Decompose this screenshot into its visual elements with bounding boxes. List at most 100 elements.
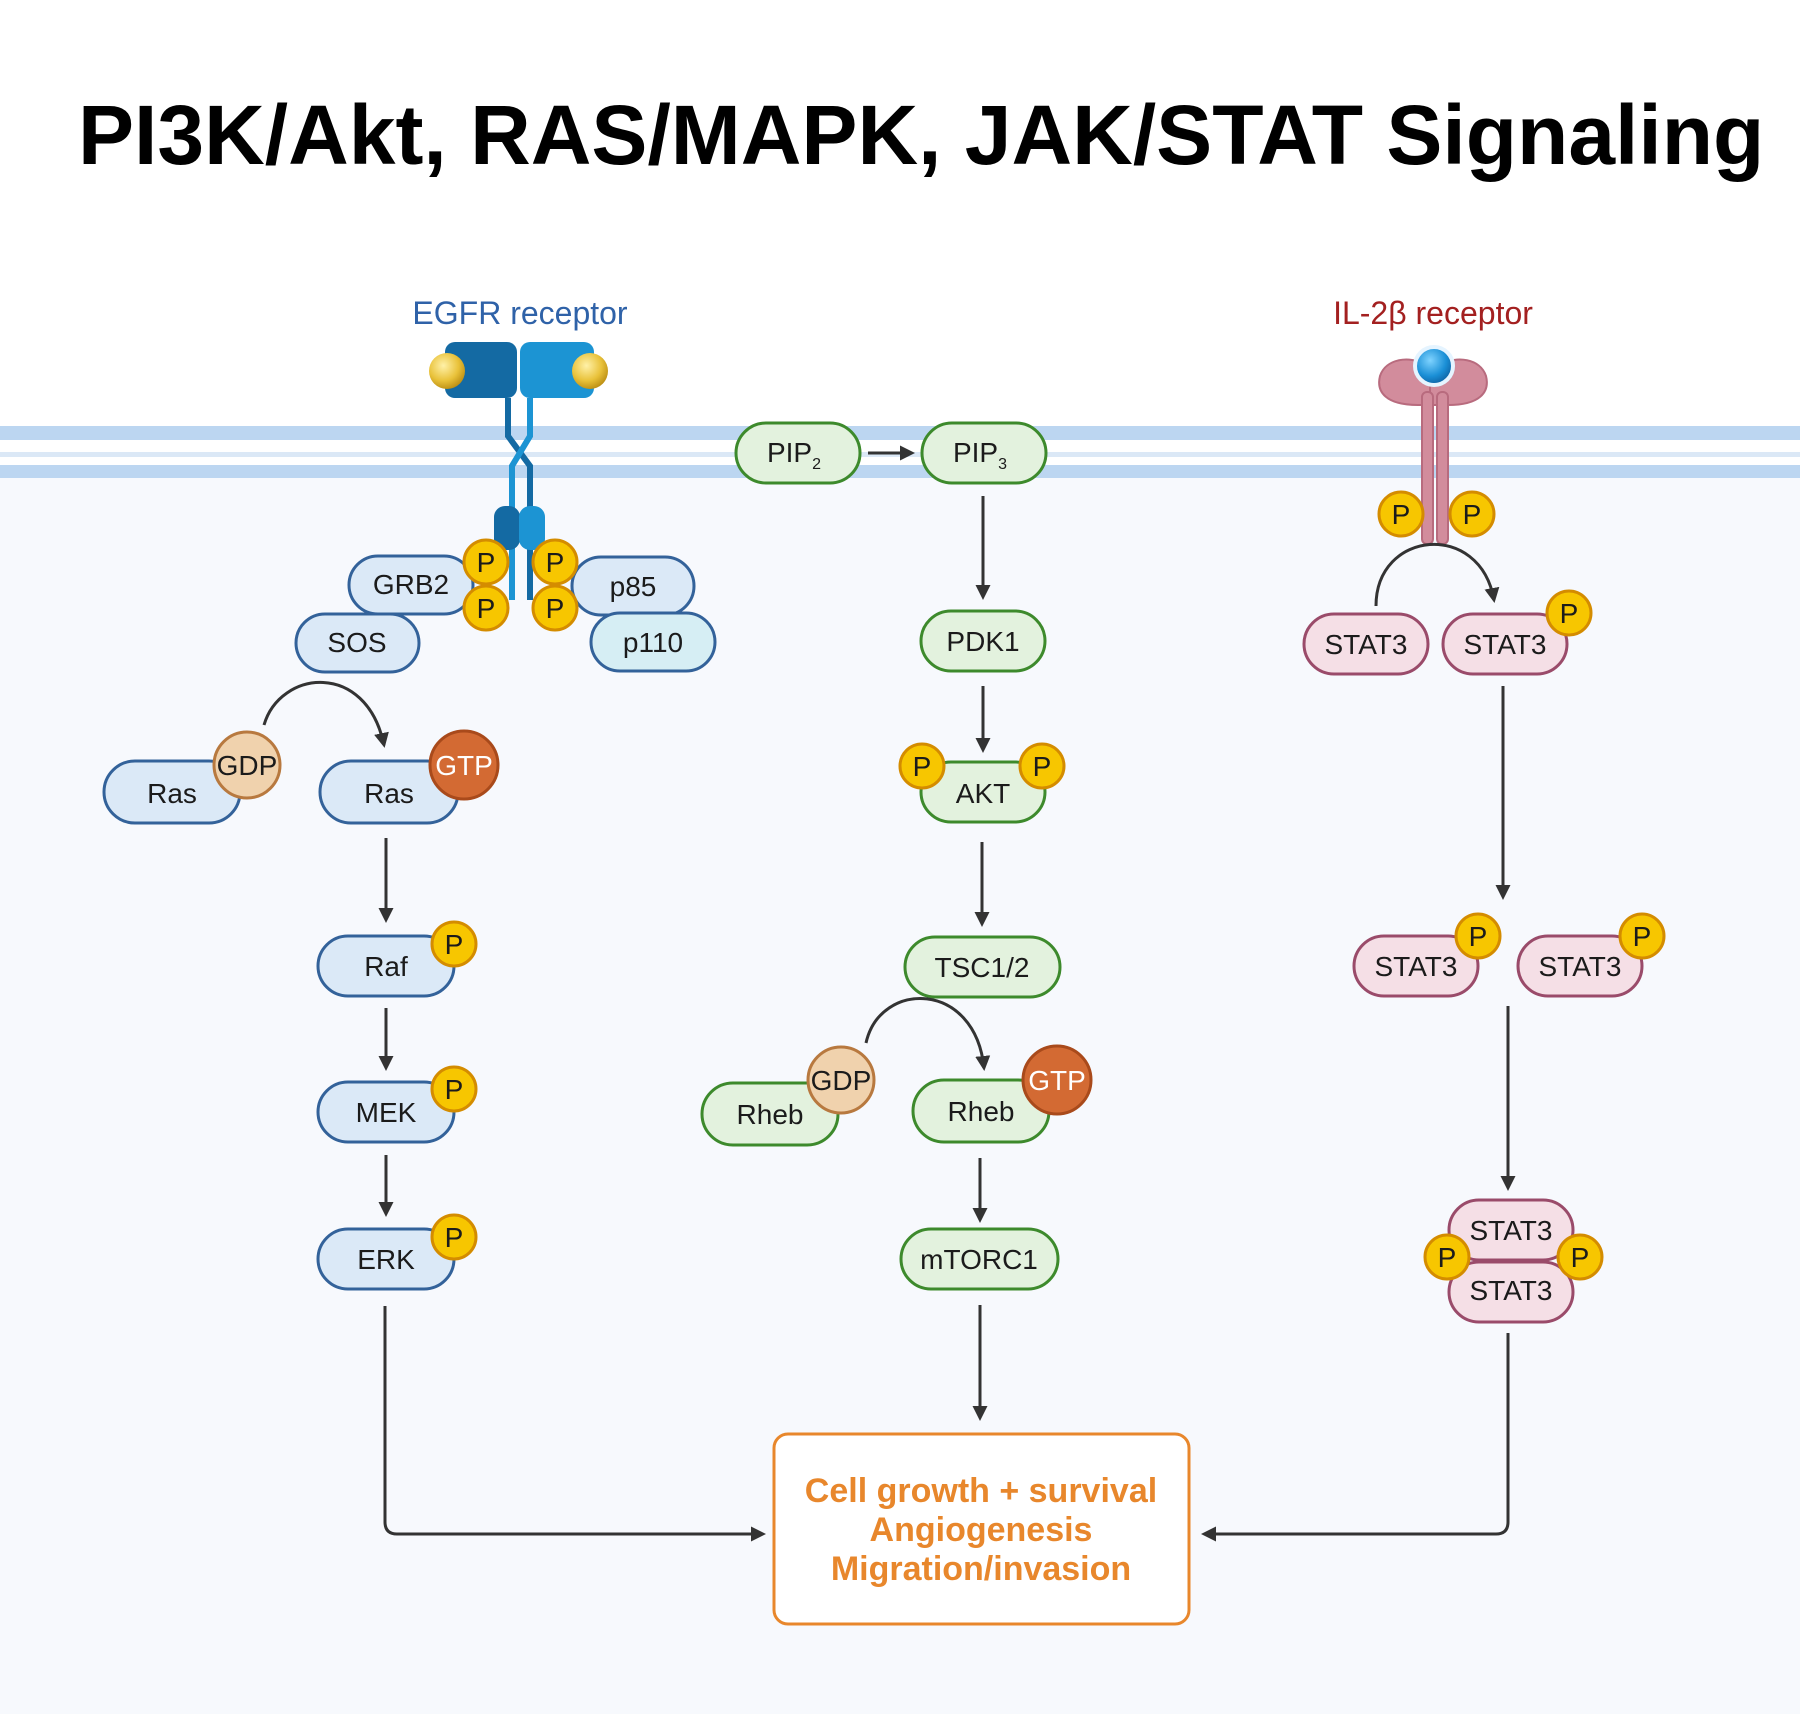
svg-text:PDK1: PDK1 bbox=[946, 626, 1019, 657]
node-mtorc1: mTORC1 bbox=[899, 1227, 1060, 1291]
egfr-receptor-label: EGFR receptor bbox=[412, 295, 628, 331]
svg-text:SOS: SOS bbox=[327, 627, 386, 658]
svg-text:Rheb: Rheb bbox=[737, 1099, 804, 1130]
phospho-badge: P bbox=[1545, 589, 1593, 637]
phospho-badge: P bbox=[462, 538, 510, 586]
outcome-line-1: Cell growth + survival bbox=[805, 1472, 1157, 1510]
node-stat3-phosphorylated: STAT3 bbox=[1516, 934, 1644, 998]
svg-text:P: P bbox=[477, 593, 496, 624]
node-stat3-phosphorylated: STAT3 bbox=[1352, 934, 1480, 998]
svg-text:STAT3: STAT3 bbox=[1539, 951, 1622, 982]
svg-text:GDP: GDP bbox=[217, 750, 278, 781]
gtp-badge: GTP bbox=[428, 729, 500, 801]
phospho-badge: P bbox=[898, 742, 946, 790]
svg-text:P: P bbox=[546, 547, 565, 578]
node-akt: AKT bbox=[919, 760, 1047, 824]
svg-text:P: P bbox=[1560, 598, 1579, 629]
node-pip2: PIP2 bbox=[734, 421, 862, 485]
node-grb2: GRB2 bbox=[347, 554, 475, 616]
cytokine-ligand-icon bbox=[1413, 345, 1455, 387]
svg-text:P: P bbox=[1469, 921, 1488, 952]
svg-text:Rheb: Rheb bbox=[948, 1096, 1015, 1127]
svg-text:TSC1/2: TSC1/2 bbox=[935, 952, 1030, 983]
node-tsc: TSC1/2 bbox=[903, 935, 1062, 999]
node-raf: Raf bbox=[316, 934, 456, 998]
svg-text:Ras: Ras bbox=[364, 778, 414, 809]
node-stat3-phosphorylated: STAT3 bbox=[1441, 612, 1569, 676]
svg-text:GDP: GDP bbox=[811, 1065, 872, 1096]
svg-text:p85: p85 bbox=[610, 571, 657, 602]
svg-text:GTP: GTP bbox=[1028, 1065, 1086, 1096]
svg-text:PIP3: PIP3 bbox=[953, 437, 1007, 473]
svg-text:STAT3: STAT3 bbox=[1325, 629, 1408, 660]
svg-text:P: P bbox=[1392, 499, 1411, 530]
node-pdk1: PDK1 bbox=[919, 609, 1047, 673]
svg-text:STAT3: STAT3 bbox=[1375, 951, 1458, 982]
rheb-activation-arrow bbox=[864, 997, 991, 1071]
svg-text:P: P bbox=[1633, 921, 1652, 952]
node-erk: ERK bbox=[316, 1227, 456, 1291]
svg-text:P: P bbox=[445, 1074, 464, 1105]
svg-text:P: P bbox=[1463, 499, 1482, 530]
svg-text:p110: p110 bbox=[623, 627, 683, 658]
page-title: PI3K/Akt, RAS/MAPK, JAK/STAT Signaling bbox=[78, 88, 1764, 182]
svg-text:AKT: AKT bbox=[956, 778, 1010, 809]
svg-text:ERK: ERK bbox=[357, 1244, 415, 1275]
node-stat3: STAT3 bbox=[1302, 612, 1430, 676]
phospho-badge: P bbox=[462, 584, 510, 632]
svg-text:P: P bbox=[546, 593, 565, 624]
node-p110: p110 bbox=[589, 611, 717, 673]
svg-text:P: P bbox=[477, 547, 496, 578]
svg-text:MEK: MEK bbox=[356, 1097, 417, 1128]
svg-text:P: P bbox=[445, 929, 464, 960]
il2-receptor-label: IL-2β receptor bbox=[1333, 295, 1533, 331]
svg-text:STAT3: STAT3 bbox=[1464, 629, 1547, 660]
node-p85: p85 bbox=[570, 555, 696, 617]
phospho-badge: P bbox=[430, 1065, 478, 1113]
svg-text:GRB2: GRB2 bbox=[373, 569, 449, 600]
il2-receptor bbox=[1378, 345, 1488, 545]
svg-text:STAT3: STAT3 bbox=[1470, 1215, 1553, 1246]
phospho-badge: P bbox=[430, 1213, 478, 1261]
outcome-line-2: Angiogenesis bbox=[870, 1511, 1093, 1549]
svg-text:PIP2: PIP2 bbox=[767, 437, 821, 473]
node-mek: MEK bbox=[316, 1080, 456, 1144]
node-sos: SOS bbox=[294, 612, 421, 674]
arrow-dimer-to-outcome bbox=[1201, 1333, 1510, 1542]
stat3-phosphorylation-arrow bbox=[1374, 542, 1500, 607]
svg-text:GTP: GTP bbox=[435, 750, 493, 781]
node-rheb-gtp: Rheb bbox=[911, 1078, 1051, 1144]
phospho-badge: P bbox=[1618, 912, 1666, 960]
svg-text:mTORC1: mTORC1 bbox=[920, 1244, 1038, 1275]
ras-activation-arrow bbox=[262, 681, 389, 748]
phospho-badge: P bbox=[1423, 1233, 1471, 1281]
node-stat3-dimer: STAT3 STAT3 bbox=[1447, 1198, 1575, 1324]
svg-text:Raf: Raf bbox=[364, 951, 408, 982]
arrow-erk-to-outcome bbox=[383, 1306, 766, 1542]
svg-text:P: P bbox=[1033, 751, 1052, 782]
egfr-receptor bbox=[429, 342, 608, 600]
phospho-badge: P bbox=[531, 538, 579, 586]
node-rheb-gdp: Rheb bbox=[700, 1081, 840, 1147]
outcome-line-3: Migration/invasion bbox=[831, 1550, 1131, 1588]
outcome-box: Cell growth + survival Angiogenesis Migr… bbox=[772, 1432, 1191, 1626]
egf-ligand-icon bbox=[429, 353, 465, 389]
phospho-badge: P bbox=[430, 920, 478, 968]
svg-text:P: P bbox=[1571, 1242, 1590, 1273]
phospho-badge: P bbox=[1377, 490, 1425, 538]
node-pip3: PIP3 bbox=[920, 421, 1048, 485]
svg-text:STAT3: STAT3 bbox=[1470, 1275, 1553, 1306]
phospho-badge: P bbox=[1018, 742, 1066, 790]
svg-text:P: P bbox=[913, 751, 932, 782]
gdp-badge: GDP bbox=[212, 730, 282, 800]
gdp-badge: GDP bbox=[806, 1045, 876, 1115]
phospho-badge: P bbox=[1556, 1233, 1604, 1281]
node-ras-gdp: Ras bbox=[102, 759, 242, 825]
svg-text:P: P bbox=[1438, 1242, 1457, 1273]
svg-text:P: P bbox=[445, 1222, 464, 1253]
gtp-badge: GTP bbox=[1021, 1044, 1093, 1116]
phospho-badge: P bbox=[1448, 490, 1496, 538]
phospho-badge: P bbox=[531, 584, 579, 632]
phospho-badge: P bbox=[1454, 912, 1502, 960]
